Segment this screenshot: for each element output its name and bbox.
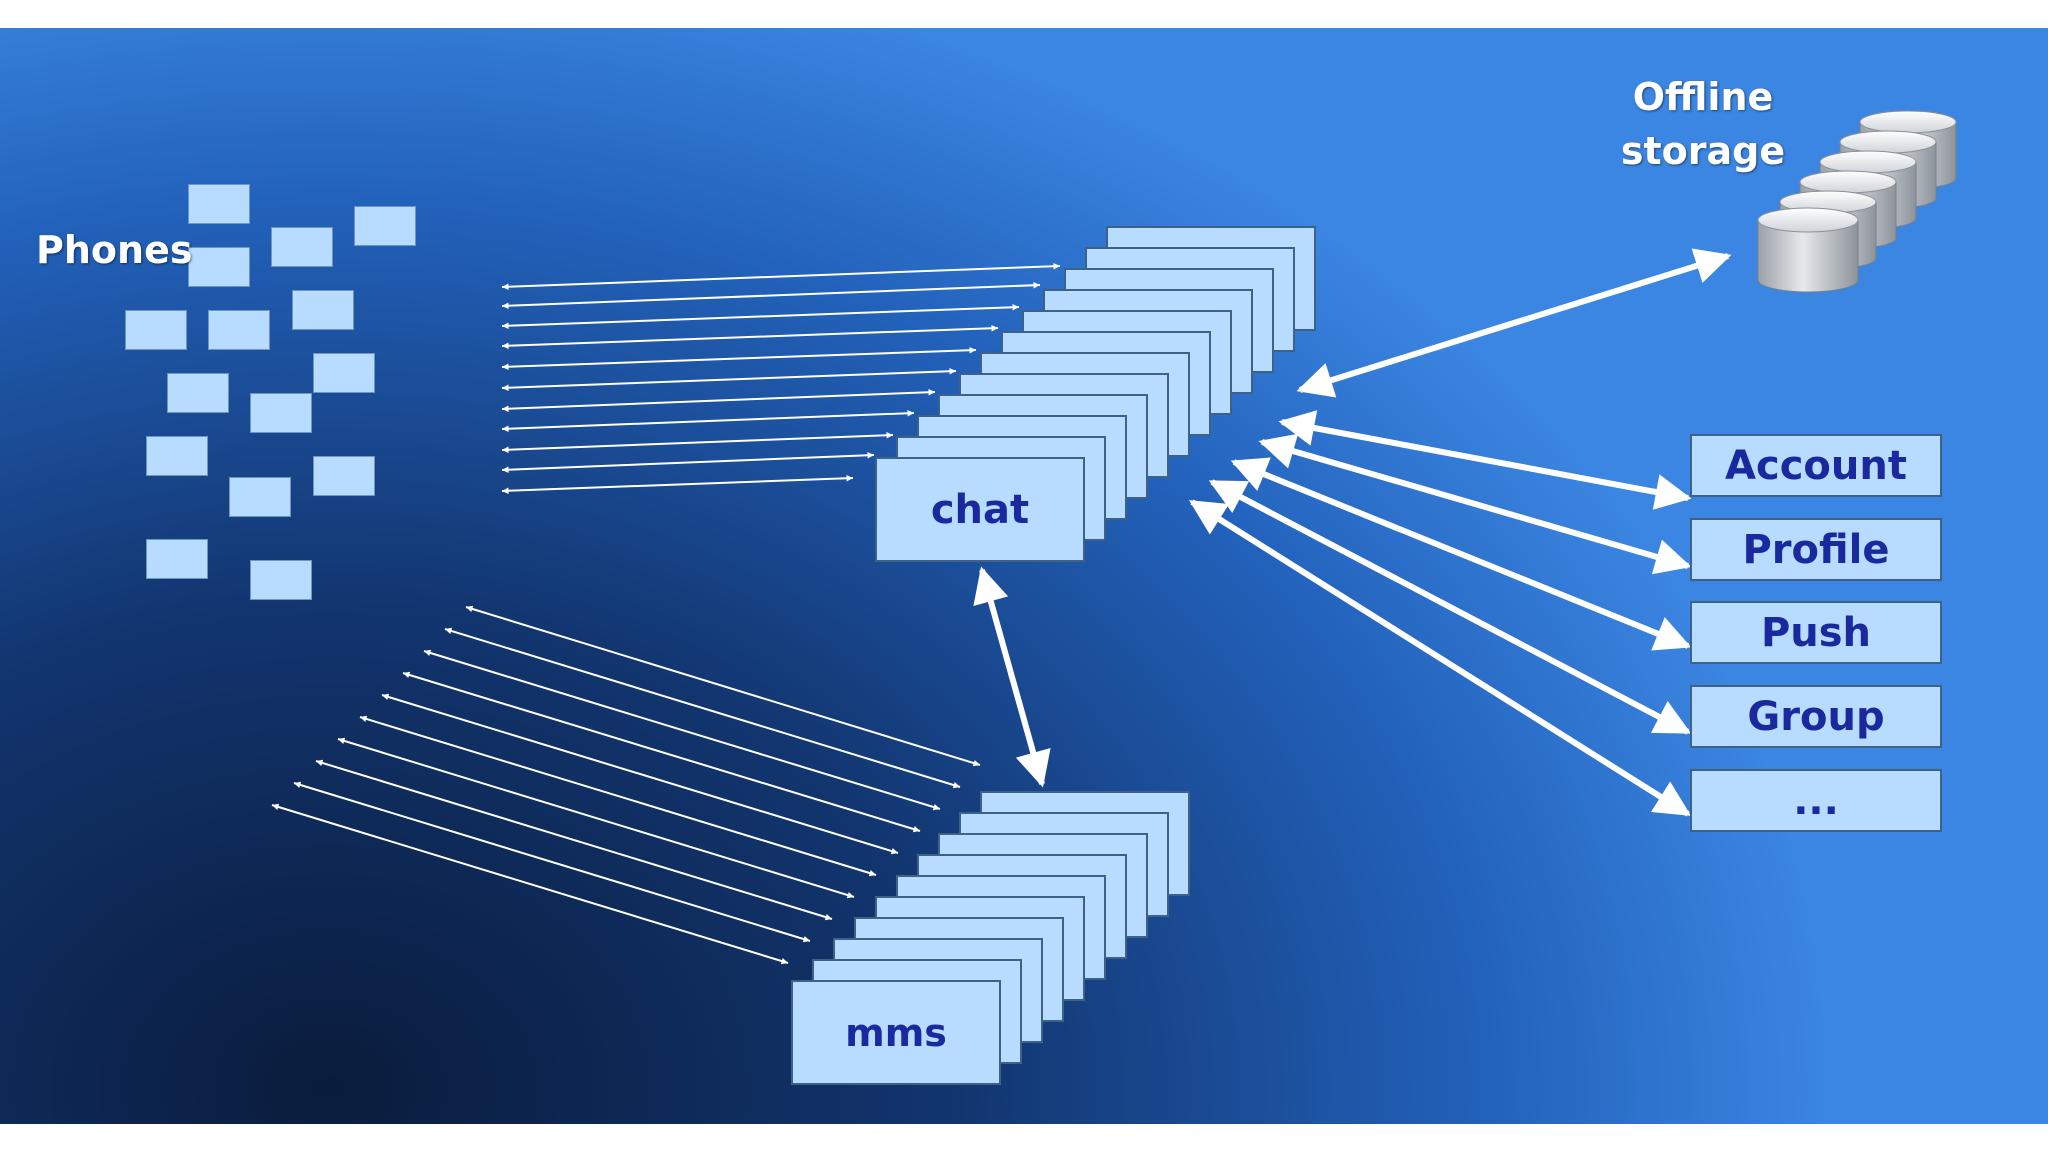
chat-label: chat — [930, 486, 1030, 533]
service-more: ... — [1690, 769, 1942, 832]
service-label: Push — [1760, 609, 1872, 656]
phone-device — [188, 247, 250, 287]
diagram-slide: chat mms Account Profile Push Group ... — [0, 28, 2048, 1124]
diagram-canvas — [271, 110, 1957, 965]
phone-device — [250, 393, 312, 433]
service-push: Push — [1690, 601, 1942, 664]
phone-device — [208, 310, 270, 350]
phone-mms-arrows — [271, 605, 981, 965]
phone-device — [188, 184, 250, 224]
service-group: Group — [1690, 685, 1942, 748]
offline-storage-label: Offline storage — [1608, 70, 1798, 178]
phone-device — [354, 206, 416, 246]
phone-device — [229, 477, 291, 517]
phone-device — [125, 310, 187, 350]
mms-server-primary: mms — [791, 980, 1001, 1085]
phone-device — [292, 290, 354, 330]
phone-device — [146, 539, 208, 579]
service-label: Group — [1747, 693, 1885, 740]
phone-device — [146, 436, 208, 476]
service-account: Account — [1690, 434, 1942, 497]
offline-storage-icon — [1757, 110, 1957, 293]
phone-chat-arrows — [501, 262, 1061, 495]
phone-device — [271, 227, 333, 267]
service-label: Account — [1725, 442, 1907, 489]
mms-label: mms — [845, 1010, 947, 1055]
phone-device — [167, 373, 229, 413]
service-label: ... — [1793, 777, 1839, 824]
phone-device — [313, 353, 375, 393]
phone-device — [250, 560, 312, 600]
chat-service-arrows — [973, 248, 1732, 817]
storage-label-line2: storage — [1620, 129, 1786, 173]
chat-server-primary: chat — [875, 457, 1085, 562]
phones-label: Phones — [36, 228, 193, 272]
service-label: Profile — [1742, 526, 1890, 573]
storage-label-line1: Offline — [1632, 75, 1774, 119]
phone-device — [313, 456, 375, 496]
service-profile: Profile — [1690, 518, 1942, 581]
